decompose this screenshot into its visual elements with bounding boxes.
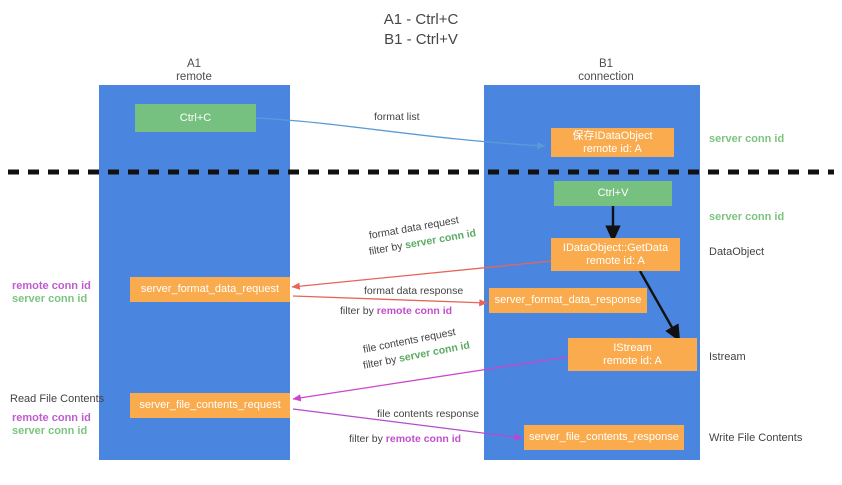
node-server-file-contents-request-label: server_file_contents_request xyxy=(139,399,281,411)
edge-label-file-contents-response-filter: filter by remote conn id xyxy=(349,433,479,446)
filter-prefix: filter by xyxy=(349,433,386,445)
filter-prefix: filter by xyxy=(340,305,377,317)
edge-label-format-data-response-filter: filter by remote conn id xyxy=(340,305,463,318)
node-ctrl-c[interactable]: Ctrl+C xyxy=(135,104,256,132)
edge-label-format-list: format list xyxy=(374,111,420,123)
edge-label-file-contents-response-line1: file contents response xyxy=(377,408,480,420)
node-ctrl-v[interactable]: Ctrl+V xyxy=(554,181,672,206)
column-b1-role: connection xyxy=(578,71,634,83)
node-istream-line1: IStream xyxy=(613,341,652,354)
annotation-read-file-contents: Read File Contents xyxy=(10,393,105,405)
edge-label-file-contents-response: file contents response filter by remote … xyxy=(349,408,480,446)
node-server-format-data-request[interactable]: server_format_data_request xyxy=(130,277,290,302)
edge-label-format-data-response: format data response filter by remote co… xyxy=(340,285,464,318)
filter-key-remote-conn-id: remote conn id xyxy=(376,305,453,317)
title-line-1: A1 - Ctrl+C xyxy=(383,11,459,28)
column-header-b1: B1 connection xyxy=(536,58,676,84)
filter-key-remote-conn-id: remote conn id xyxy=(385,433,462,445)
node-getdata-line2: remote id: A xyxy=(586,254,645,267)
annotation-server-conn-id-top: server conn id xyxy=(709,133,785,145)
node-server-file-contents-response-label: server_file_contents_response xyxy=(529,431,679,443)
node-getdata-line1: IDataObject::GetData xyxy=(562,241,669,254)
filter-prefix: filter by xyxy=(368,239,407,258)
annotation-server-conn-id-mid: server conn id xyxy=(709,211,785,223)
annotation-server-conn-id-2: server conn id xyxy=(12,425,88,437)
edge-label-file-contents-request: file contents request filter by server c… xyxy=(362,326,471,373)
node-server-format-data-response-label: server_format_data_response xyxy=(494,294,642,306)
annotation-remote-conn-id-2: remote conn id xyxy=(12,412,91,424)
column-b1-name: B1 xyxy=(598,58,614,70)
node-istream-line2: remote id: A xyxy=(603,354,662,367)
annotation-remote-conn-id-1: remote conn id xyxy=(12,280,91,292)
annotation-write-file-contents: Write File Contents xyxy=(709,432,803,444)
node-server-file-contents-request[interactable]: server_file_contents_request xyxy=(130,393,290,418)
node-ctrl-c-label: Ctrl+C xyxy=(179,111,212,124)
annotation-server-conn-id-1: server conn id xyxy=(12,293,88,305)
node-server-format-data-request-label: server_format_data_request xyxy=(140,283,280,295)
node-idataobject-line2: remote id: A xyxy=(583,142,642,155)
column-a1-name: A1 xyxy=(186,58,202,70)
annotation-istream: Istream xyxy=(709,351,746,363)
page-title: A1 - Ctrl+C B1 - Ctrl+V xyxy=(0,10,842,50)
node-idataobject-line1: 保存IDataObject xyxy=(572,129,653,142)
node-istream[interactable]: IStream remote id: A xyxy=(568,338,697,371)
node-idataobject[interactable]: 保存IDataObject remote id: A xyxy=(551,128,674,157)
column-header-a1: A1 remote xyxy=(134,58,254,84)
node-server-format-data-response[interactable]: server_format_data_response xyxy=(489,288,647,313)
node-server-file-contents-response[interactable]: server_file_contents_response xyxy=(524,425,684,450)
node-getdata[interactable]: IDataObject::GetData remote id: A xyxy=(551,238,680,271)
edge-label-format-data-response-line1: format data response xyxy=(364,285,464,297)
annotation-dataobject: DataObject xyxy=(709,246,765,258)
column-a1-role: remote xyxy=(176,71,212,83)
node-ctrl-v-label: Ctrl+V xyxy=(597,187,629,199)
title-line-2: B1 - Ctrl+V xyxy=(384,31,458,48)
edge-label-format-data-request: format data request filter by server con… xyxy=(368,214,477,259)
